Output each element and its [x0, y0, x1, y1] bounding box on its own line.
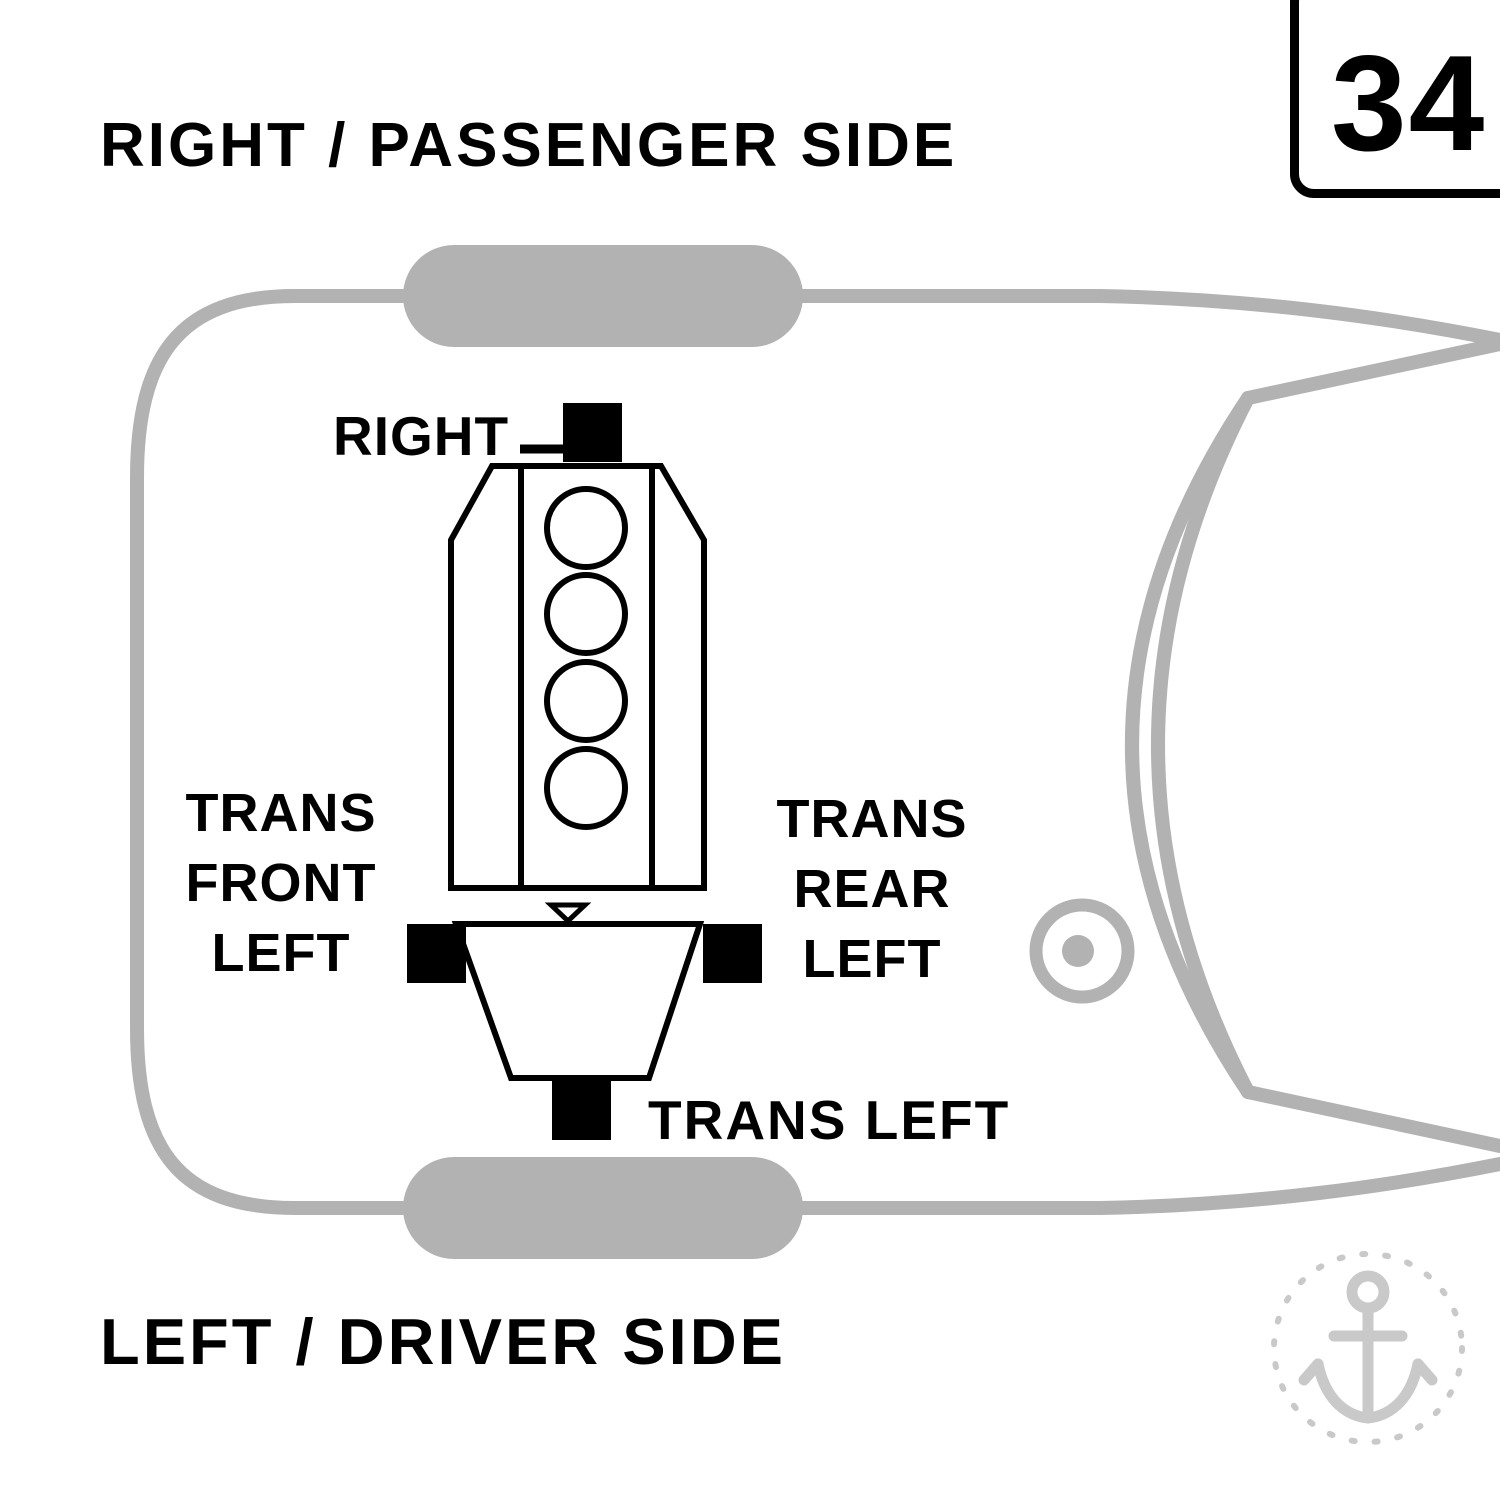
- page-title-bottom: LEFT / DRIVER SIDE: [100, 1305, 787, 1378]
- label-trans-rear-left-line2: REAR: [793, 859, 951, 919]
- windshield-inner-arc: [1151, 391, 1255, 1099]
- steering-hub-dot: [1062, 935, 1094, 967]
- label-trans-rear-left-line1: TRANS: [776, 789, 968, 849]
- cylinder-3: [544, 659, 628, 743]
- wheel-front-right: [403, 245, 803, 347]
- trans-mount-rear-left: [703, 924, 762, 983]
- car-outline: [130, 289, 1500, 1215]
- label-trans-front-left-line1: TRANS: [185, 783, 377, 843]
- page-number: 34: [1331, 27, 1487, 179]
- engine-mount-right: [563, 403, 622, 462]
- label-trans-front-left-line2: FRONT: [185, 853, 377, 913]
- cylinder-4: [544, 746, 628, 830]
- trans-mount-front-left: [407, 924, 466, 983]
- powertrain-diagram: [448, 463, 707, 1081]
- page-title-top: RIGHT / PASSENGER SIDE: [100, 111, 958, 180]
- a-pillar-line-top: [1241, 337, 1500, 405]
- front-bumper-outline: [130, 289, 409, 1215]
- label-trans-left: TRANS LEFT: [648, 1089, 1011, 1151]
- label-trans-rear-left: TRANS REAR LEFT: [760, 784, 984, 994]
- wheel-front-left: [403, 1157, 803, 1259]
- label-right-mount: RIGHT: [333, 405, 510, 467]
- a-pillar-line-bottom: [1241, 1085, 1500, 1153]
- label-trans-rear-left-line3: LEFT: [802, 929, 942, 989]
- cylinder-1: [544, 486, 628, 570]
- transmission-outline: [451, 921, 705, 1081]
- body-line-right-side: [795, 289, 1500, 347]
- cylinder-2: [544, 572, 628, 656]
- trans-mount-left: [552, 1081, 611, 1140]
- label-trans-front-left-line3: LEFT: [211, 923, 351, 983]
- page-number-badge: 34: [1290, 0, 1500, 198]
- steering-hub-circle: [1029, 898, 1135, 1004]
- cylinder-bank-lines: [518, 466, 655, 888]
- body-line-left-side: [795, 1157, 1500, 1215]
- windshield-outer-arc: [1125, 391, 1255, 1099]
- anchor-watermark: [1271, 1251, 1465, 1445]
- label-trans-front-left: TRANS FRONT LEFT: [168, 778, 394, 988]
